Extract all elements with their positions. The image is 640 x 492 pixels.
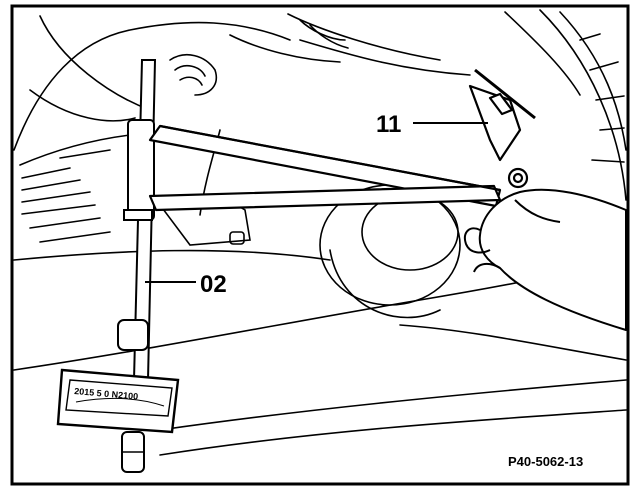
control-arm-11 <box>148 68 536 212</box>
background-linework <box>13 9 627 456</box>
callout-02: 02 <box>200 271 227 298</box>
hand <box>464 188 627 331</box>
figure-id: P40-5062-13 <box>508 454 583 469</box>
callout-11: 11 <box>376 111 401 138</box>
leader-lines <box>145 122 488 283</box>
gauge-rod-02 <box>56 59 180 473</box>
